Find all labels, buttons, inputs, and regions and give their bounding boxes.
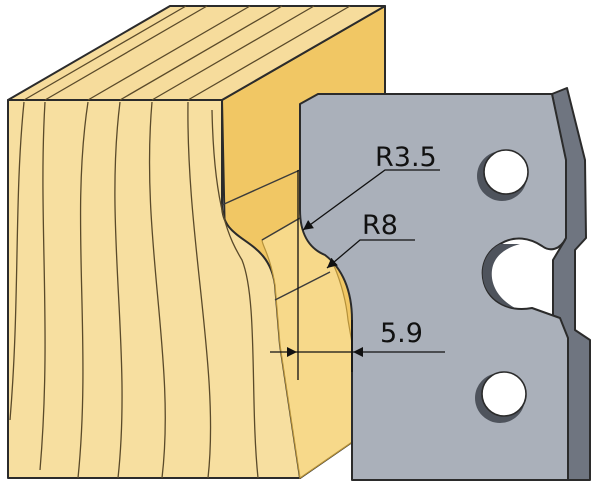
wood-profile-edge-mid [261,217,301,241]
offset-label: 5.9 [380,318,423,349]
wood-profile-edge-top [221,169,301,206]
radius-inner-label: R8 [362,210,398,241]
profile-knife [299,87,591,481]
dimensions [270,169,445,380]
knife-side-edge [551,87,591,481]
radius-outer-label: R3.5 [375,142,437,173]
knife-slot-shadow [482,244,520,308]
wood-top-grain [23,5,351,101]
wood-profile-edge-low [274,271,331,301]
radius-inner-leader [326,239,415,269]
knife-upper-hole [477,149,529,201]
wood-front-grain [9,101,259,479]
knife-lower-hole [475,371,527,423]
radius-outer-leader [302,169,440,231]
